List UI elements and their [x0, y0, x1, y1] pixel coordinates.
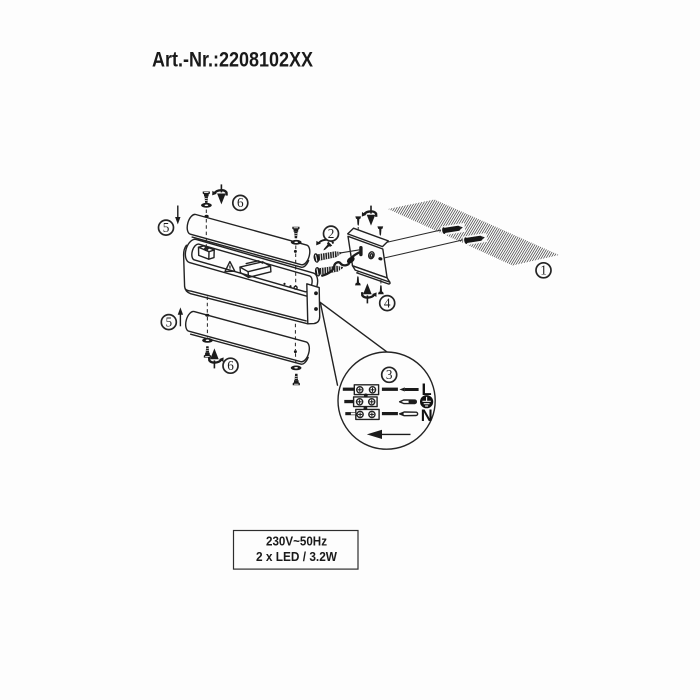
- screw-boss-left: [203, 246, 209, 252]
- callout-cover-screw-bottom: 6: [222, 357, 239, 375]
- end-face-hole-bottom: [314, 307, 318, 311]
- neutral-label: N: [421, 407, 433, 425]
- callout-6-bottom-number: 6: [227, 358, 234, 373]
- cover-screw-bottom-right: [292, 373, 301, 386]
- callout-1-number: 1: [540, 263, 547, 278]
- spec-voltage: 230V~50Hz: [266, 535, 327, 549]
- callout-6-top-number: 6: [237, 195, 244, 210]
- screw-motion-cover-bottom: [207, 347, 225, 370]
- callout-cover-screw-top: 6: [231, 194, 249, 212]
- connection-wire: [321, 251, 360, 277]
- body-end-face: [306, 283, 321, 325]
- terminal-screws: [355, 385, 377, 419]
- bracket-screw-bottom-right: [378, 284, 384, 295]
- screw-axis-line: [340, 249, 361, 254]
- wire-connector: [346, 256, 355, 264]
- supply-wires: [398, 387, 419, 417]
- rim-detail-dot1: [283, 282, 286, 285]
- terminal-block: [352, 384, 380, 421]
- body-inner-recess: [191, 243, 313, 293]
- cover-screw-top-left: [202, 191, 211, 204]
- washer-bottom-right: [290, 365, 302, 371]
- lamp-body: [182, 238, 321, 325]
- wall-plug-right: [462, 232, 488, 246]
- internal-warning-triangle: [224, 260, 236, 273]
- internal-driver-box: [239, 260, 272, 279]
- callout-bracket: 4: [378, 294, 396, 312]
- screw-boss-right: [293, 285, 298, 290]
- bracket-keyhole-slot: [359, 246, 363, 257]
- bottom-cover-thickness: [189, 333, 309, 365]
- wiring-detail-balloon: L N 3: [337, 351, 436, 450]
- callout-cover-bottom: 5: [160, 313, 178, 331]
- cover-screw-bottom-left: [203, 345, 212, 359]
- washer-top-left: [201, 202, 212, 208]
- spec-box-border: [232, 529, 359, 570]
- alignment-line-lower: [380, 239, 465, 260]
- live-label: L: [422, 381, 432, 399]
- bottom-cover-hole-left: [205, 313, 210, 317]
- bottom-cover: [185, 310, 310, 365]
- callout-3-number: 3: [386, 367, 393, 382]
- wall-hatching: [388, 199, 559, 266]
- screw-motion-bracket-top: [360, 204, 378, 227]
- incoming-wires: [342, 387, 356, 416]
- screw-motion-arc-2-head: [316, 240, 321, 246]
- washer-bottom-left: [202, 338, 213, 343]
- callout-wall: 1: [535, 261, 552, 279]
- wall-plug-left: [440, 222, 466, 236]
- middle-wire-stubs: [381, 387, 398, 416]
- bracket-screw-bottom-left: [355, 275, 361, 286]
- bracket-top-flange: [347, 227, 389, 248]
- long-screw-lower: [313, 262, 345, 278]
- body-bottom-rim: [184, 288, 307, 322]
- arrow-cover-top: [174, 204, 182, 226]
- bracket-oval-hole: [368, 251, 375, 260]
- bracket-screw-top-left: [355, 216, 362, 226]
- top-cover-hole-left: [204, 214, 209, 218]
- callout-wiring-detail: 3: [380, 366, 398, 384]
- callout-5-top-number: 5: [163, 220, 170, 235]
- washer-top-right: [290, 239, 302, 245]
- end-face-hole-top: [314, 291, 318, 296]
- mounting-bracket: [347, 204, 391, 305]
- spec-box: 230V~50Hz 2 x LED / 3.2W: [232, 529, 359, 570]
- top-cover-hole-right: [293, 249, 297, 253]
- wall-surface: [380, 199, 559, 266]
- article-number: Art.-Nr.:2208102XX: [152, 49, 313, 72]
- small-screw-2: [321, 241, 333, 253]
- cover-screw-top-right: [291, 226, 300, 239]
- callout-2-number: 2: [328, 226, 335, 241]
- callout-4-number: 4: [384, 295, 391, 310]
- callout-mounting-screws: 2: [322, 225, 340, 242]
- callout-5-bottom-number: 5: [166, 314, 173, 329]
- bottom-cover-face: [185, 310, 310, 363]
- detail-balloon-tail: [319, 301, 389, 386]
- bracket-bottom-edge: [356, 272, 391, 285]
- rim-detail-dot2: [289, 285, 292, 288]
- screw-motion-bracket-bottom: [360, 282, 378, 305]
- balloon-direction-arrow: [366, 429, 411, 439]
- long-screw-upper: [312, 247, 343, 264]
- arrow-cover-bottom: [176, 306, 184, 327]
- earth-symbol: [420, 395, 434, 409]
- bracket-small-hole: [378, 257, 383, 261]
- body-outline: [182, 244, 309, 325]
- screw-motion-cover-top: [211, 183, 228, 206]
- alignment-line-upper: [385, 229, 443, 244]
- bottom-cover-hole-right: [293, 350, 297, 354]
- spec-lamp: 2 x LED / 3.2W: [256, 550, 337, 564]
- top-cover-face: [186, 213, 311, 266]
- balloon-circle: [337, 351, 436, 450]
- callout-cover-top: 5: [157, 219, 175, 236]
- top-cover: [186, 213, 311, 268]
- bracket-screw-top-right: [377, 226, 384, 236]
- top-cover-thickness: [191, 236, 310, 268]
